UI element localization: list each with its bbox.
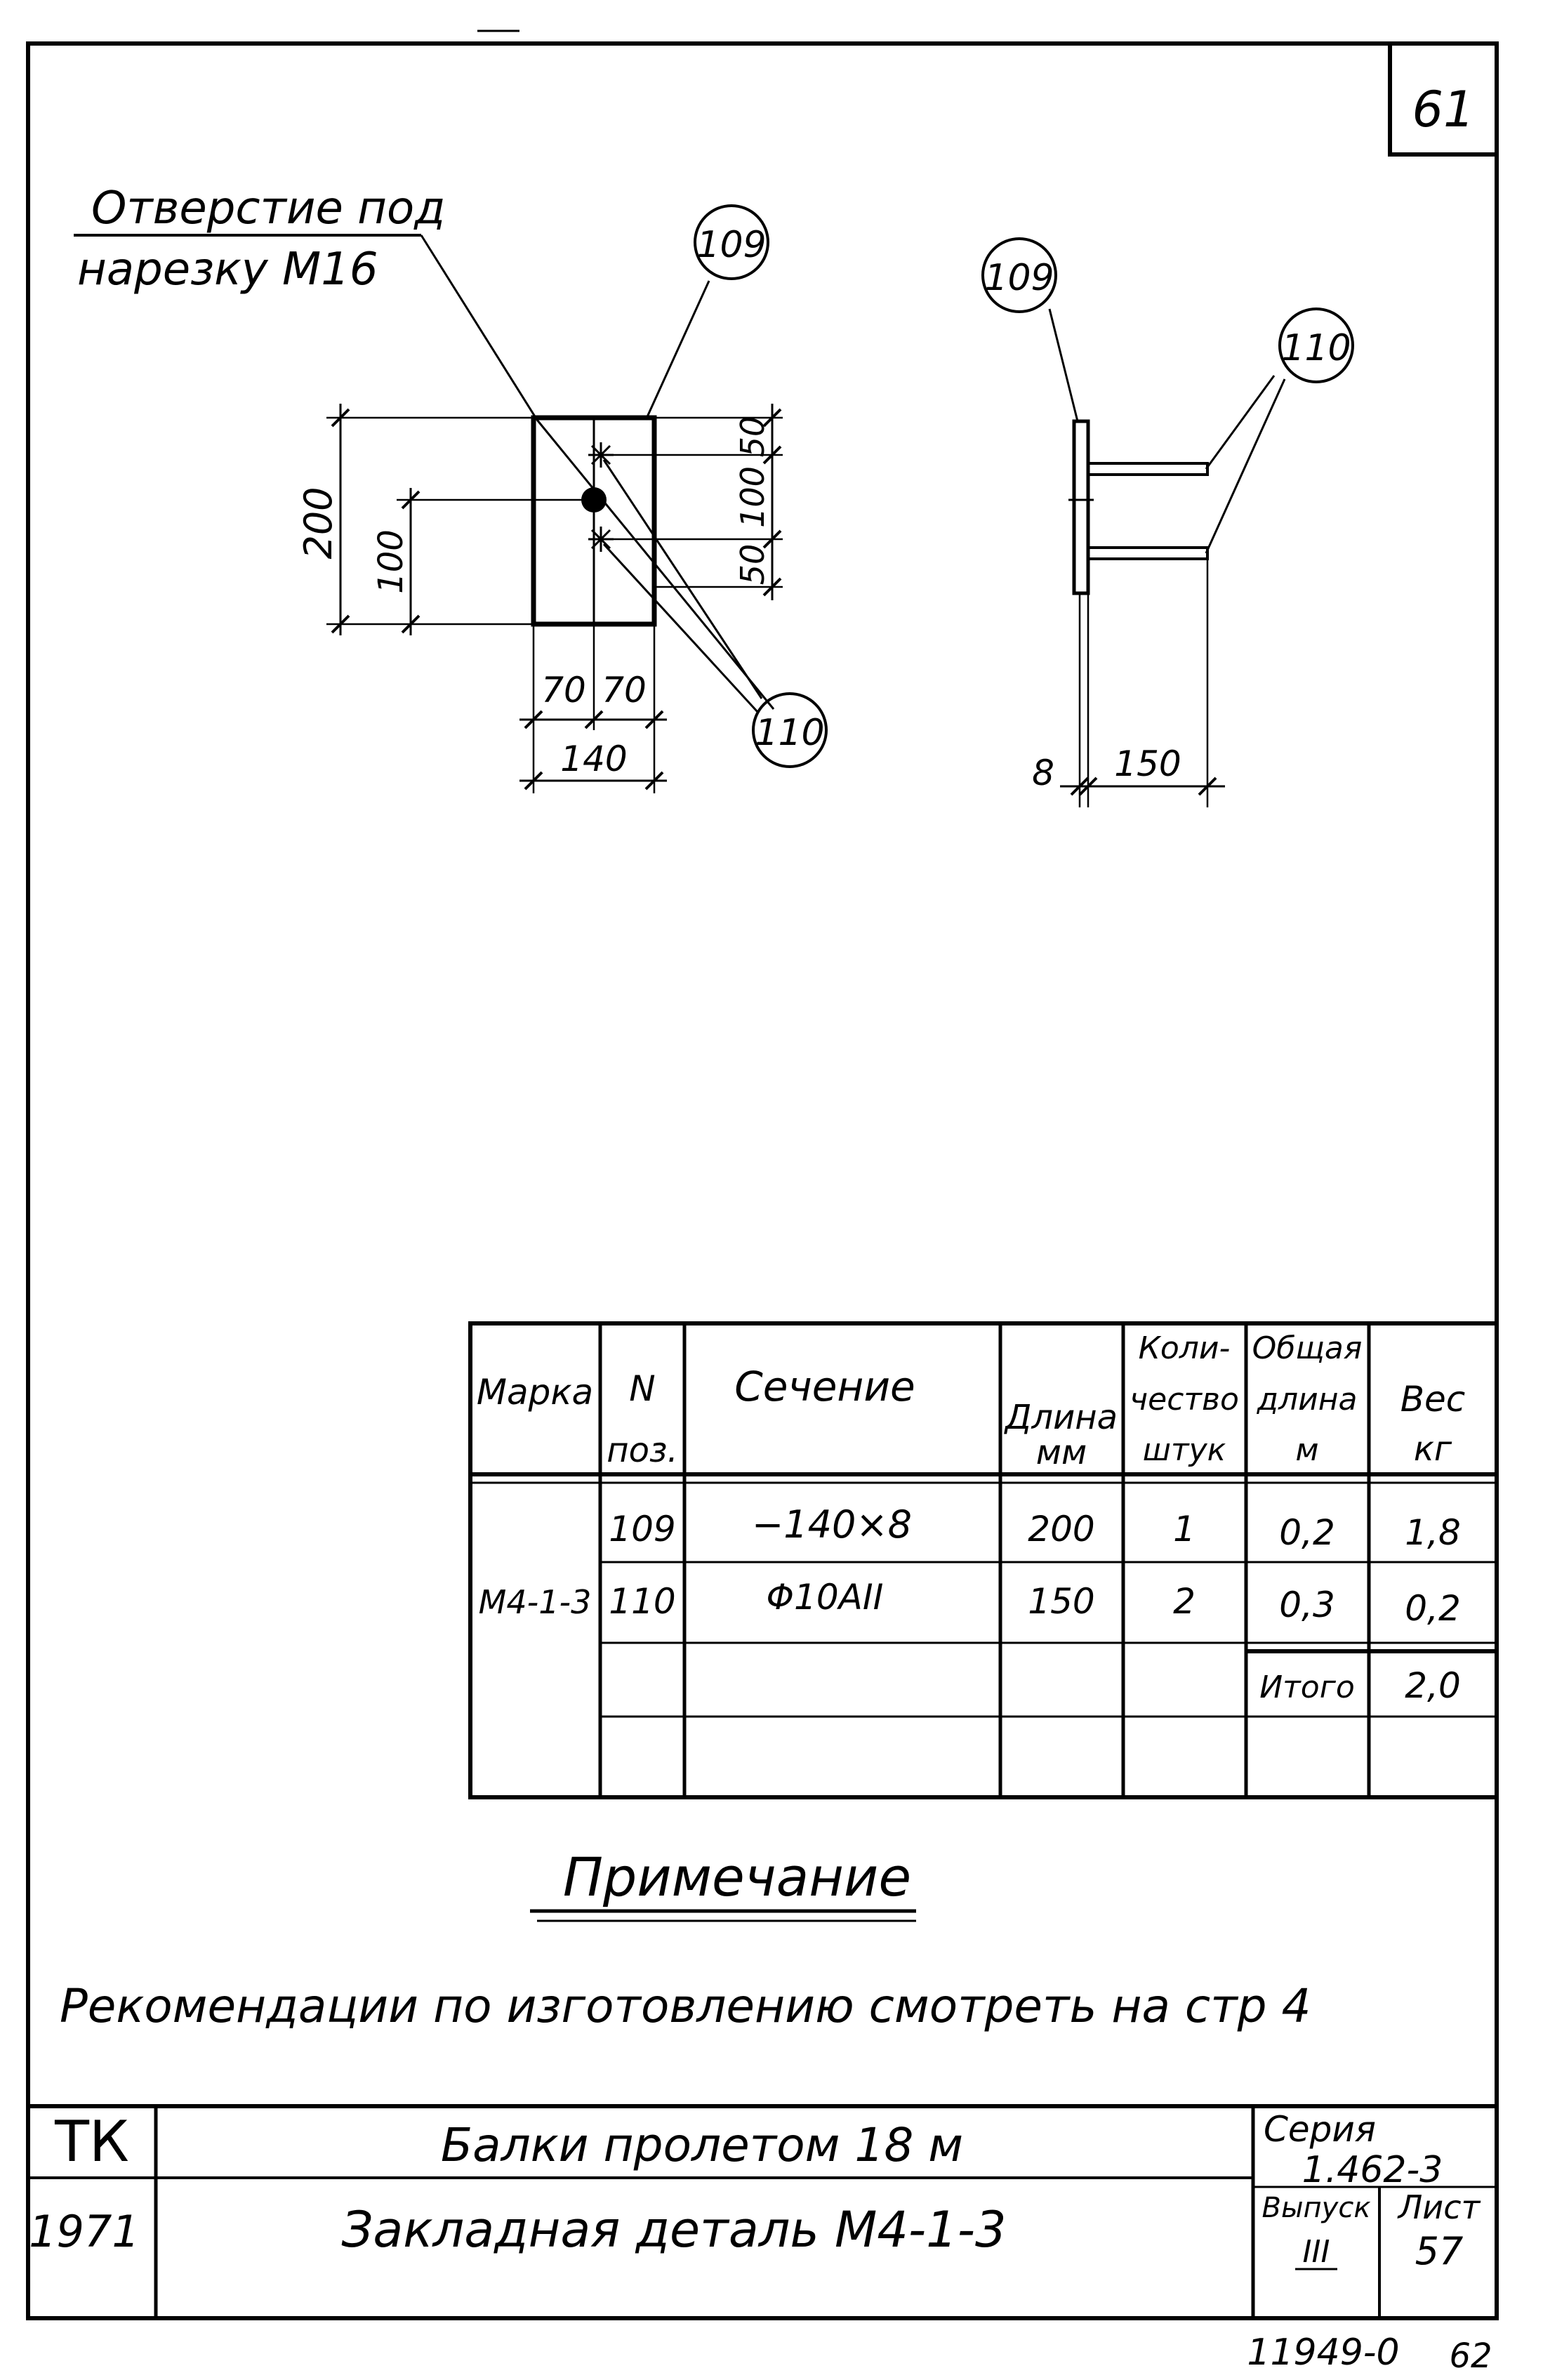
table-row: 110 Φ10АII 150 2 0,3 0,2 bbox=[609, 1577, 1460, 1629]
anchor-weld-top-icon bbox=[588, 442, 614, 468]
archive-number: 11949-0 bbox=[1247, 2332, 1399, 2374]
table-row: 109 −140×8 200 1 0,2 1,8 bbox=[609, 1502, 1460, 1553]
corner-number: 62 bbox=[1449, 2336, 1492, 2376]
total-value: 2,0 bbox=[1405, 1665, 1461, 1706]
anchor-weld-bottom-icon bbox=[588, 527, 614, 552]
header-total-length-line1: Общая bbox=[1252, 1330, 1363, 1366]
dim-width-right: 70 bbox=[602, 670, 647, 710]
header-pos-line2: поз. bbox=[607, 1431, 678, 1470]
title-block: ТК 1971 Балки пролетом 18 м Закладная де… bbox=[28, 2104, 1497, 2318]
plan-view: Отверстие под нарезку М16 109 bbox=[74, 183, 828, 793]
svg-text:0,2: 0,2 bbox=[1279, 1512, 1335, 1553]
dim-width-total: 140 bbox=[560, 739, 627, 779]
title-line1: Балки пролетом 18 м bbox=[441, 2118, 963, 2172]
dim-width-left: 70 bbox=[541, 670, 586, 710]
year: 1971 bbox=[29, 2206, 140, 2257]
header-total-length-line2: длина bbox=[1257, 1382, 1358, 1417]
side-plate bbox=[1072, 419, 1090, 595]
svg-text:1: 1 bbox=[1173, 1509, 1196, 1549]
svg-text:200: 200 bbox=[1028, 1509, 1094, 1549]
sheet-label: Лист bbox=[1397, 2188, 1481, 2226]
header-weight-line2: кг bbox=[1414, 1429, 1452, 1469]
svg-text:110: 110 bbox=[755, 712, 824, 754]
dim-right-mid: 100 bbox=[734, 466, 772, 528]
svg-text:0,3: 0,3 bbox=[1279, 1585, 1335, 1625]
series-value: 1.462-3 bbox=[1302, 2149, 1443, 2191]
dim-thickness: 8 bbox=[1032, 753, 1054, 793]
header-length-line1: Длина bbox=[1004, 1398, 1118, 1437]
dim-height-total: 200 bbox=[296, 487, 340, 559]
header-weight-line1: Вес bbox=[1400, 1379, 1466, 1420]
spec-table: Марка N поз. Сечение Длина мм Коли- чест… bbox=[468, 1321, 1499, 1799]
dim-right-top: 50 bbox=[734, 416, 772, 458]
dim-height-half: 100 bbox=[371, 529, 411, 594]
notes-heading: Примечание bbox=[563, 1846, 911, 1908]
header-qty-line3: штук bbox=[1143, 1432, 1226, 1468]
header-pos-line1: N bbox=[629, 1368, 655, 1409]
hole-note-line1: Отверстие под bbox=[91, 183, 445, 234]
sheet-frame bbox=[26, 41, 1499, 2320]
header-mark: Марка bbox=[477, 1372, 593, 1413]
sheet-value: 57 bbox=[1415, 2229, 1464, 2273]
issue-value: III bbox=[1303, 2234, 1330, 2270]
threaded-hole-icon bbox=[581, 487, 607, 513]
svg-text:−140×8: −140×8 bbox=[752, 1502, 912, 1547]
svg-text:150: 150 bbox=[1028, 1581, 1094, 1622]
dim-right-bottom: 50 bbox=[734, 544, 772, 586]
notes-text: Рекомендации по изготовлению смотреть на… bbox=[60, 1979, 1311, 2033]
mark-value: М4-1-3 bbox=[479, 1583, 592, 1621]
svg-text:109: 109 bbox=[984, 257, 1054, 299]
svg-text:110: 110 bbox=[609, 1581, 675, 1622]
title-line2: Закладная деталь М4-1-3 bbox=[341, 2201, 1006, 2259]
side-view: 8 150 109 110 bbox=[981, 237, 1354, 807]
svg-text:109: 109 bbox=[609, 1509, 675, 1549]
total-label: Итого bbox=[1259, 1670, 1355, 1705]
issue-label: Выпуск bbox=[1262, 2192, 1371, 2224]
svg-text:Φ10АII: Φ10АII bbox=[767, 1577, 884, 1618]
header-length-line2: мм bbox=[1036, 1433, 1087, 1472]
svg-text:110: 110 bbox=[1281, 327, 1351, 369]
header-total-length-line3: м bbox=[1295, 1432, 1318, 1468]
page-number-box: 61 bbox=[1388, 41, 1499, 157]
svg-text:109: 109 bbox=[696, 224, 766, 266]
notes: Примечание Рекомендации по изготовлению … bbox=[60, 1846, 1311, 2033]
series-label: Серия bbox=[1264, 2109, 1376, 2150]
header-qty-line2: чество bbox=[1130, 1382, 1239, 1417]
org: ТК bbox=[54, 2109, 129, 2174]
callout-109-side: 109 bbox=[981, 237, 1057, 313]
header-qty-line1: Коли- bbox=[1139, 1330, 1231, 1366]
page-number: 61 bbox=[1412, 81, 1474, 138]
svg-text:1,8: 1,8 bbox=[1405, 1512, 1461, 1553]
callout-110-side: 110 bbox=[1278, 308, 1354, 383]
side-anchor-bottom bbox=[1087, 546, 1209, 560]
callout-110-plan: 110 bbox=[752, 692, 828, 768]
header-section: Сечение bbox=[734, 1363, 915, 1410]
svg-text:2: 2 bbox=[1173, 1581, 1196, 1622]
dim-length: 150 bbox=[1114, 743, 1181, 784]
svg-text:0,2: 0,2 bbox=[1405, 1588, 1461, 1629]
hole-note-line2: нарезку М16 bbox=[77, 244, 378, 296]
side-anchor-top bbox=[1087, 462, 1209, 476]
callout-109-plan: 109 bbox=[694, 204, 769, 280]
